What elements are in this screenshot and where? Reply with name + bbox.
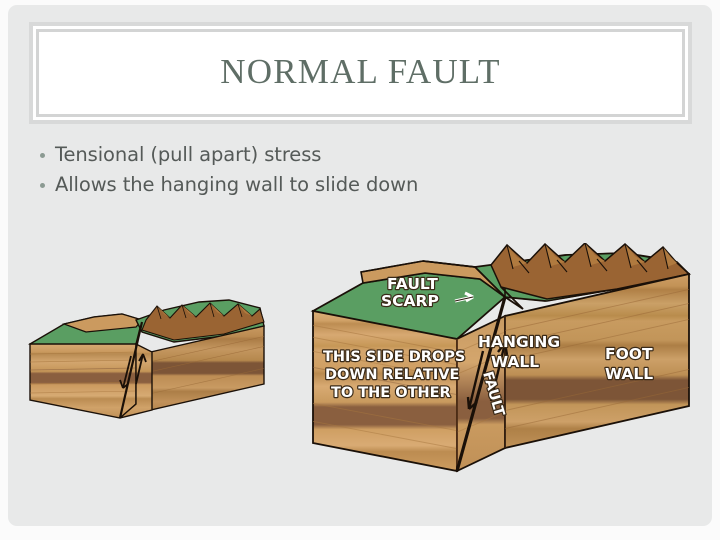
label-foot-wall-line1: FOOT bbox=[605, 345, 653, 363]
label-hanging-wall-line1: HANGING bbox=[478, 333, 560, 351]
bullet-text: Tensional (pull apart) stress bbox=[55, 143, 322, 166]
title-placeholder: NORMAL FAULT bbox=[29, 22, 692, 124]
normal-fault-block-diagram-large: FAULT SCARP HANGING WALL FOOT WALL FAULT… bbox=[305, 241, 705, 493]
strata-lines-footwall bbox=[505, 288, 689, 430]
list-item: Allows the hanging wall to slide down bbox=[40, 171, 660, 199]
label-this-side-drops-line2: DOWN RELATIVE bbox=[325, 367, 459, 383]
strata-lines-right bbox=[142, 335, 264, 397]
bullet-dot-icon bbox=[40, 153, 45, 158]
fault-trace-top bbox=[500, 286, 524, 310]
bullet-text: Allows the hanging wall to slide down bbox=[55, 173, 419, 196]
strata-lines-front bbox=[313, 324, 457, 450]
fault-scarp-pointer-arrow bbox=[454, 291, 474, 303]
list-item: Tensional (pull apart) stress bbox=[40, 141, 660, 169]
label-hanging-wall-line2: WALL bbox=[491, 353, 539, 371]
strata-lines-left bbox=[30, 351, 136, 394]
mountain-range bbox=[490, 241, 691, 300]
page-title: NORMAL FAULT bbox=[220, 52, 501, 92]
bullet-list: Tensional (pull apart) stress Allows the… bbox=[40, 141, 660, 201]
label-fault-scarp-line2: SCARP bbox=[381, 292, 439, 310]
block-diagram-svg-large: FAULT SCARP HANGING WALL FOOT WALL FAULT… bbox=[310, 241, 691, 473]
label-fault-scarp-line1: FAULT bbox=[387, 275, 438, 293]
block-diagram-svg-small bbox=[28, 299, 265, 419]
bullet-dot-icon bbox=[40, 183, 45, 188]
label-foot-wall-line2: WALL bbox=[605, 365, 653, 383]
mountain-ridges bbox=[141, 302, 265, 341]
slip-arrows bbox=[119, 353, 147, 389]
fault-line-large bbox=[455, 296, 507, 472]
fault-line bbox=[118, 321, 144, 419]
normal-fault-block-diagram-small bbox=[24, 292, 284, 432]
label-this-side-drops-line1: THIS SIDE DROPS bbox=[323, 349, 465, 365]
label-this-side-drops-line3: TO THE OTHER bbox=[331, 385, 451, 401]
slip-arrows-large bbox=[466, 342, 509, 410]
